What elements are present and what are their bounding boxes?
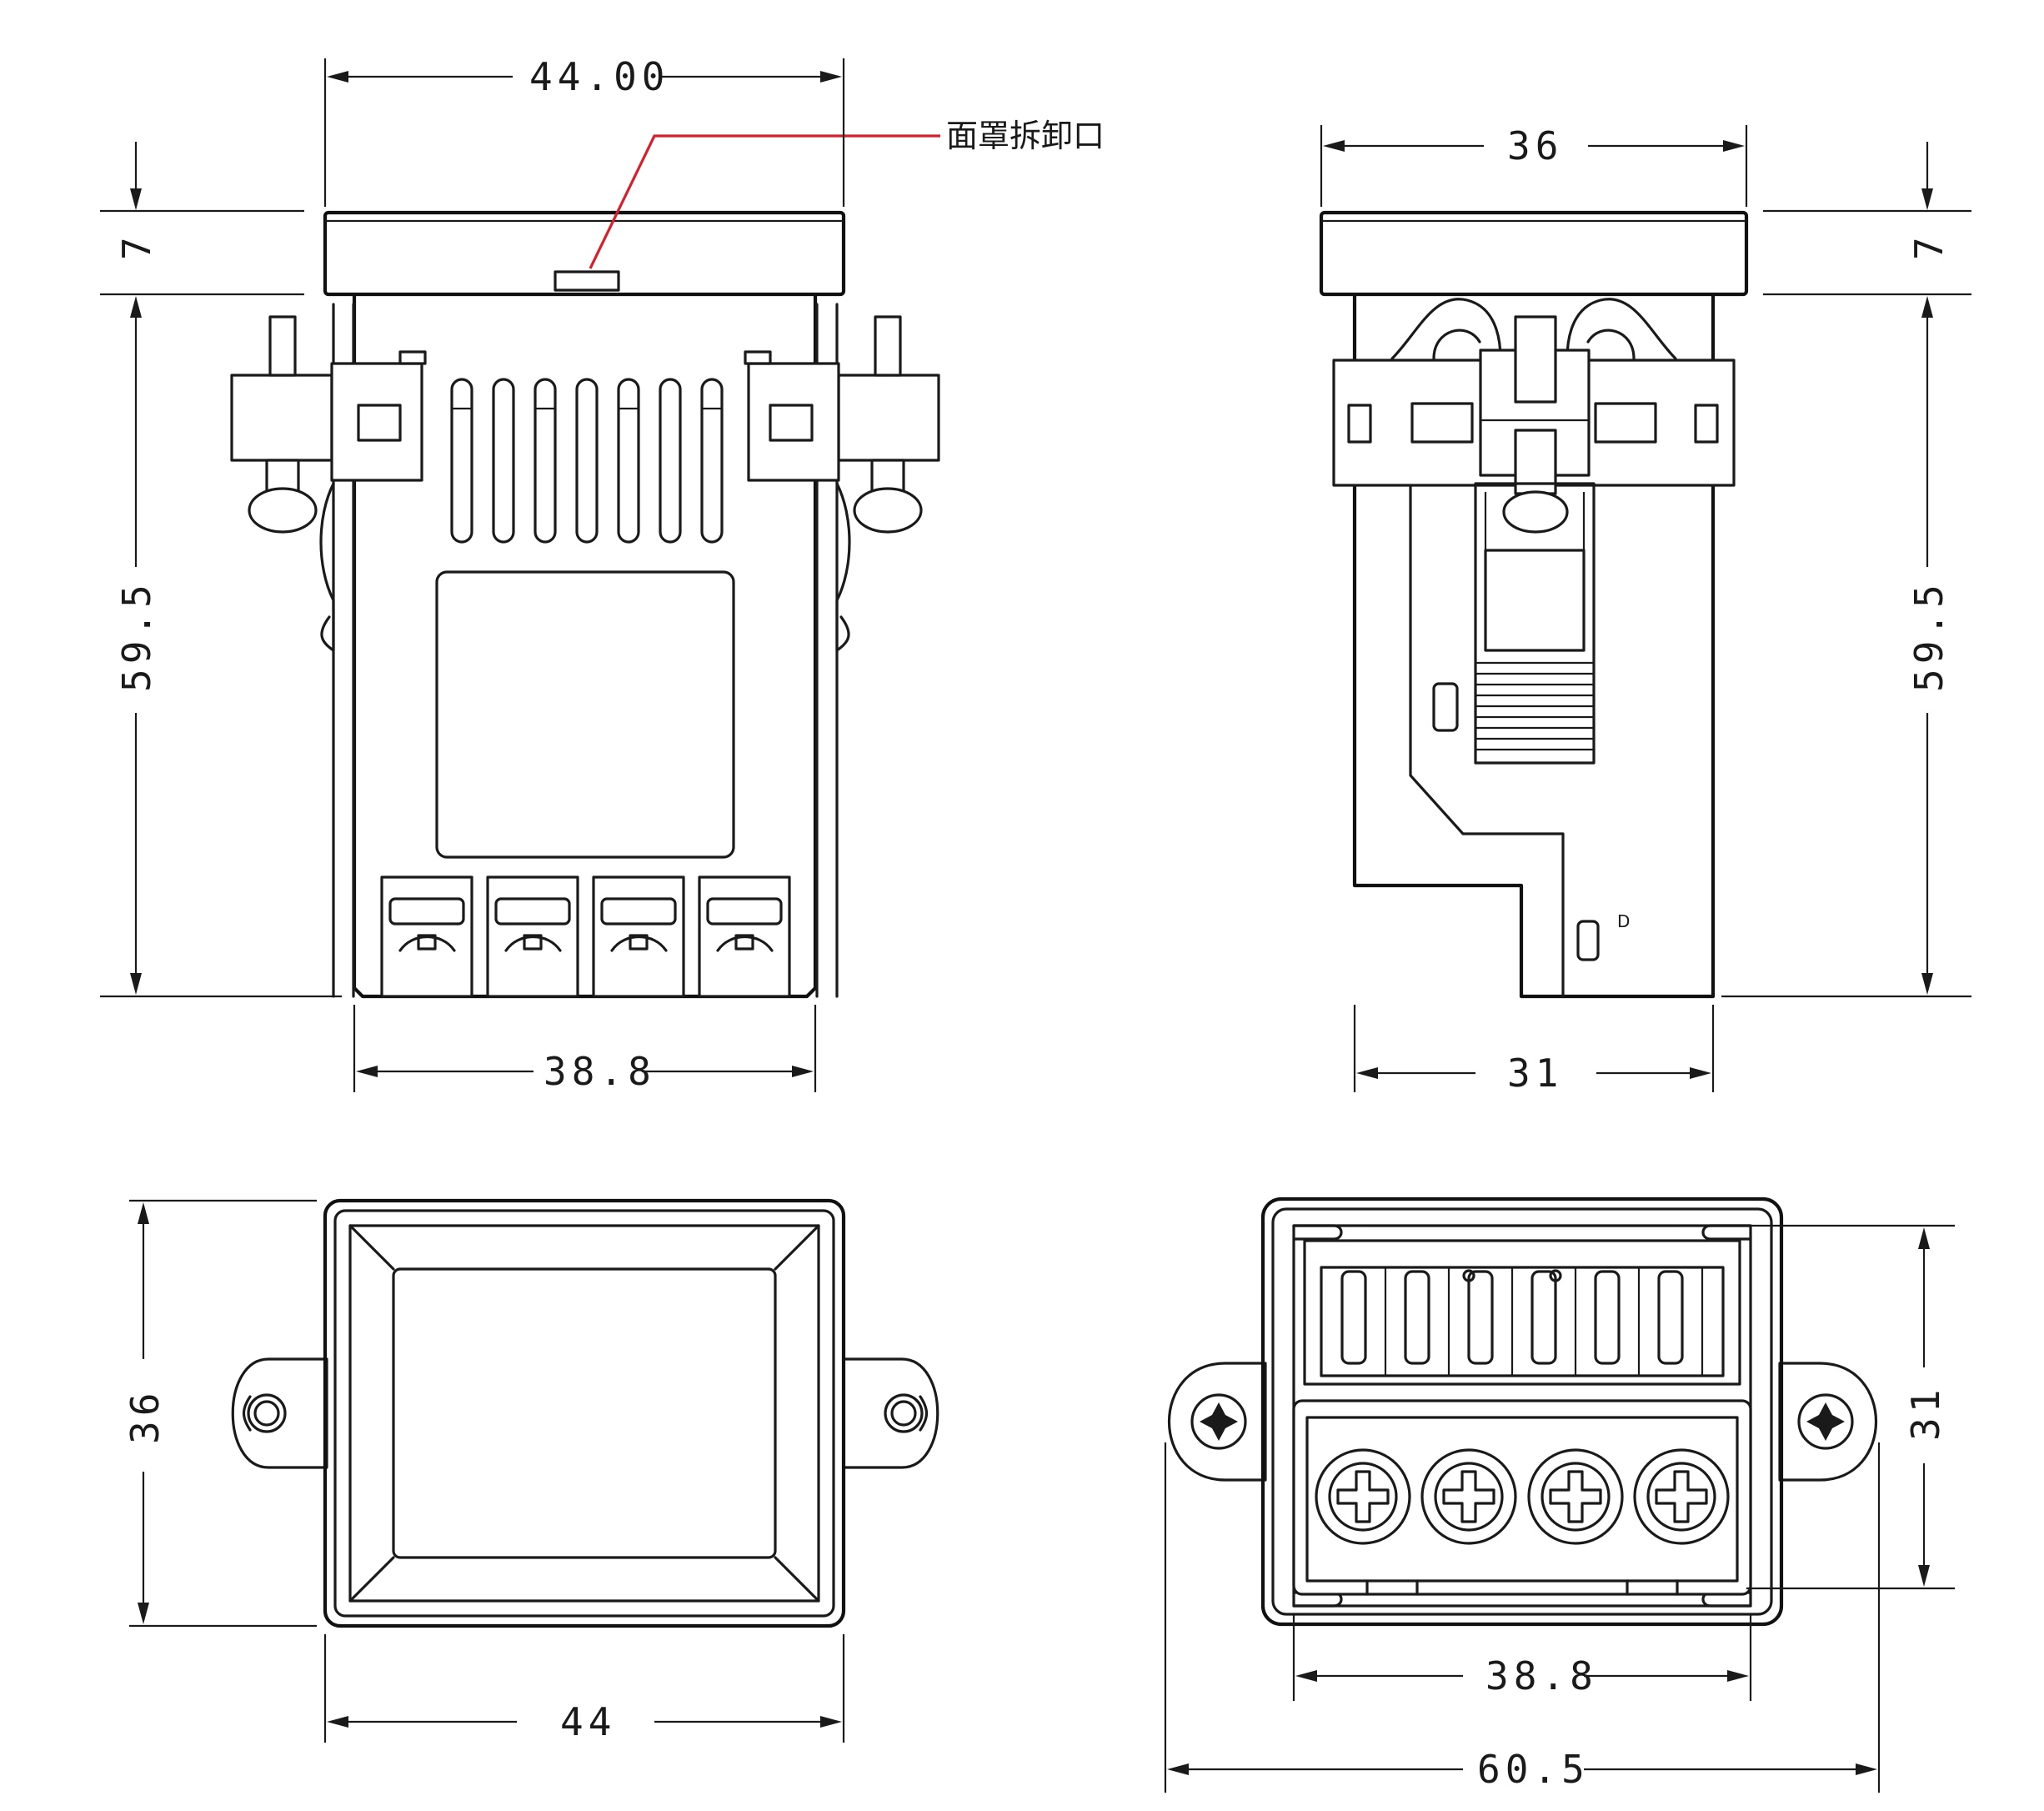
face-view: 36 44 <box>123 1198 939 1744</box>
side-small-mark: D <box>1617 911 1630 931</box>
rear-terminal-screws <box>1315 1448 1730 1545</box>
face-dim-height: 36 <box>123 1388 168 1444</box>
vent-slots <box>450 378 724 544</box>
side-dim-bezel-height: 7 <box>1906 232 1951 260</box>
rear-dim-height: 31 <box>1903 1385 1948 1441</box>
side-view: D 36 7 59.5 31 <box>1319 123 1971 1096</box>
side-dim-width-top: 36 <box>1507 123 1563 168</box>
side-dim-width-bottom: 31 <box>1507 1051 1563 1096</box>
front-view: 面罩拆卸口 44.00 7 59.5 38.8 <box>100 54 1105 1094</box>
terminal-blocks <box>380 875 791 998</box>
front-dim-bezel-height: 7 <box>114 232 159 260</box>
front-dim-width-bottom: 38.8 <box>544 1049 656 1094</box>
rear-dim-inner-width: 38.8 <box>1485 1653 1598 1698</box>
front-callout-note: 面罩拆卸口 <box>946 118 1105 154</box>
rear-fins <box>1340 1267 1704 1376</box>
front-dim-body-height: 59.5 <box>114 579 159 692</box>
face-dim-width: 44 <box>560 1699 616 1744</box>
rear-view: 31 38.8 60.5 <box>1164 1196 1955 1793</box>
side-dim-body-height: 59.5 <box>1906 579 1951 692</box>
rack-teeth <box>1475 661 1594 751</box>
rear-dim-overall-width: 60.5 <box>1477 1747 1590 1792</box>
front-dim-width-top: 44.00 <box>529 54 669 99</box>
